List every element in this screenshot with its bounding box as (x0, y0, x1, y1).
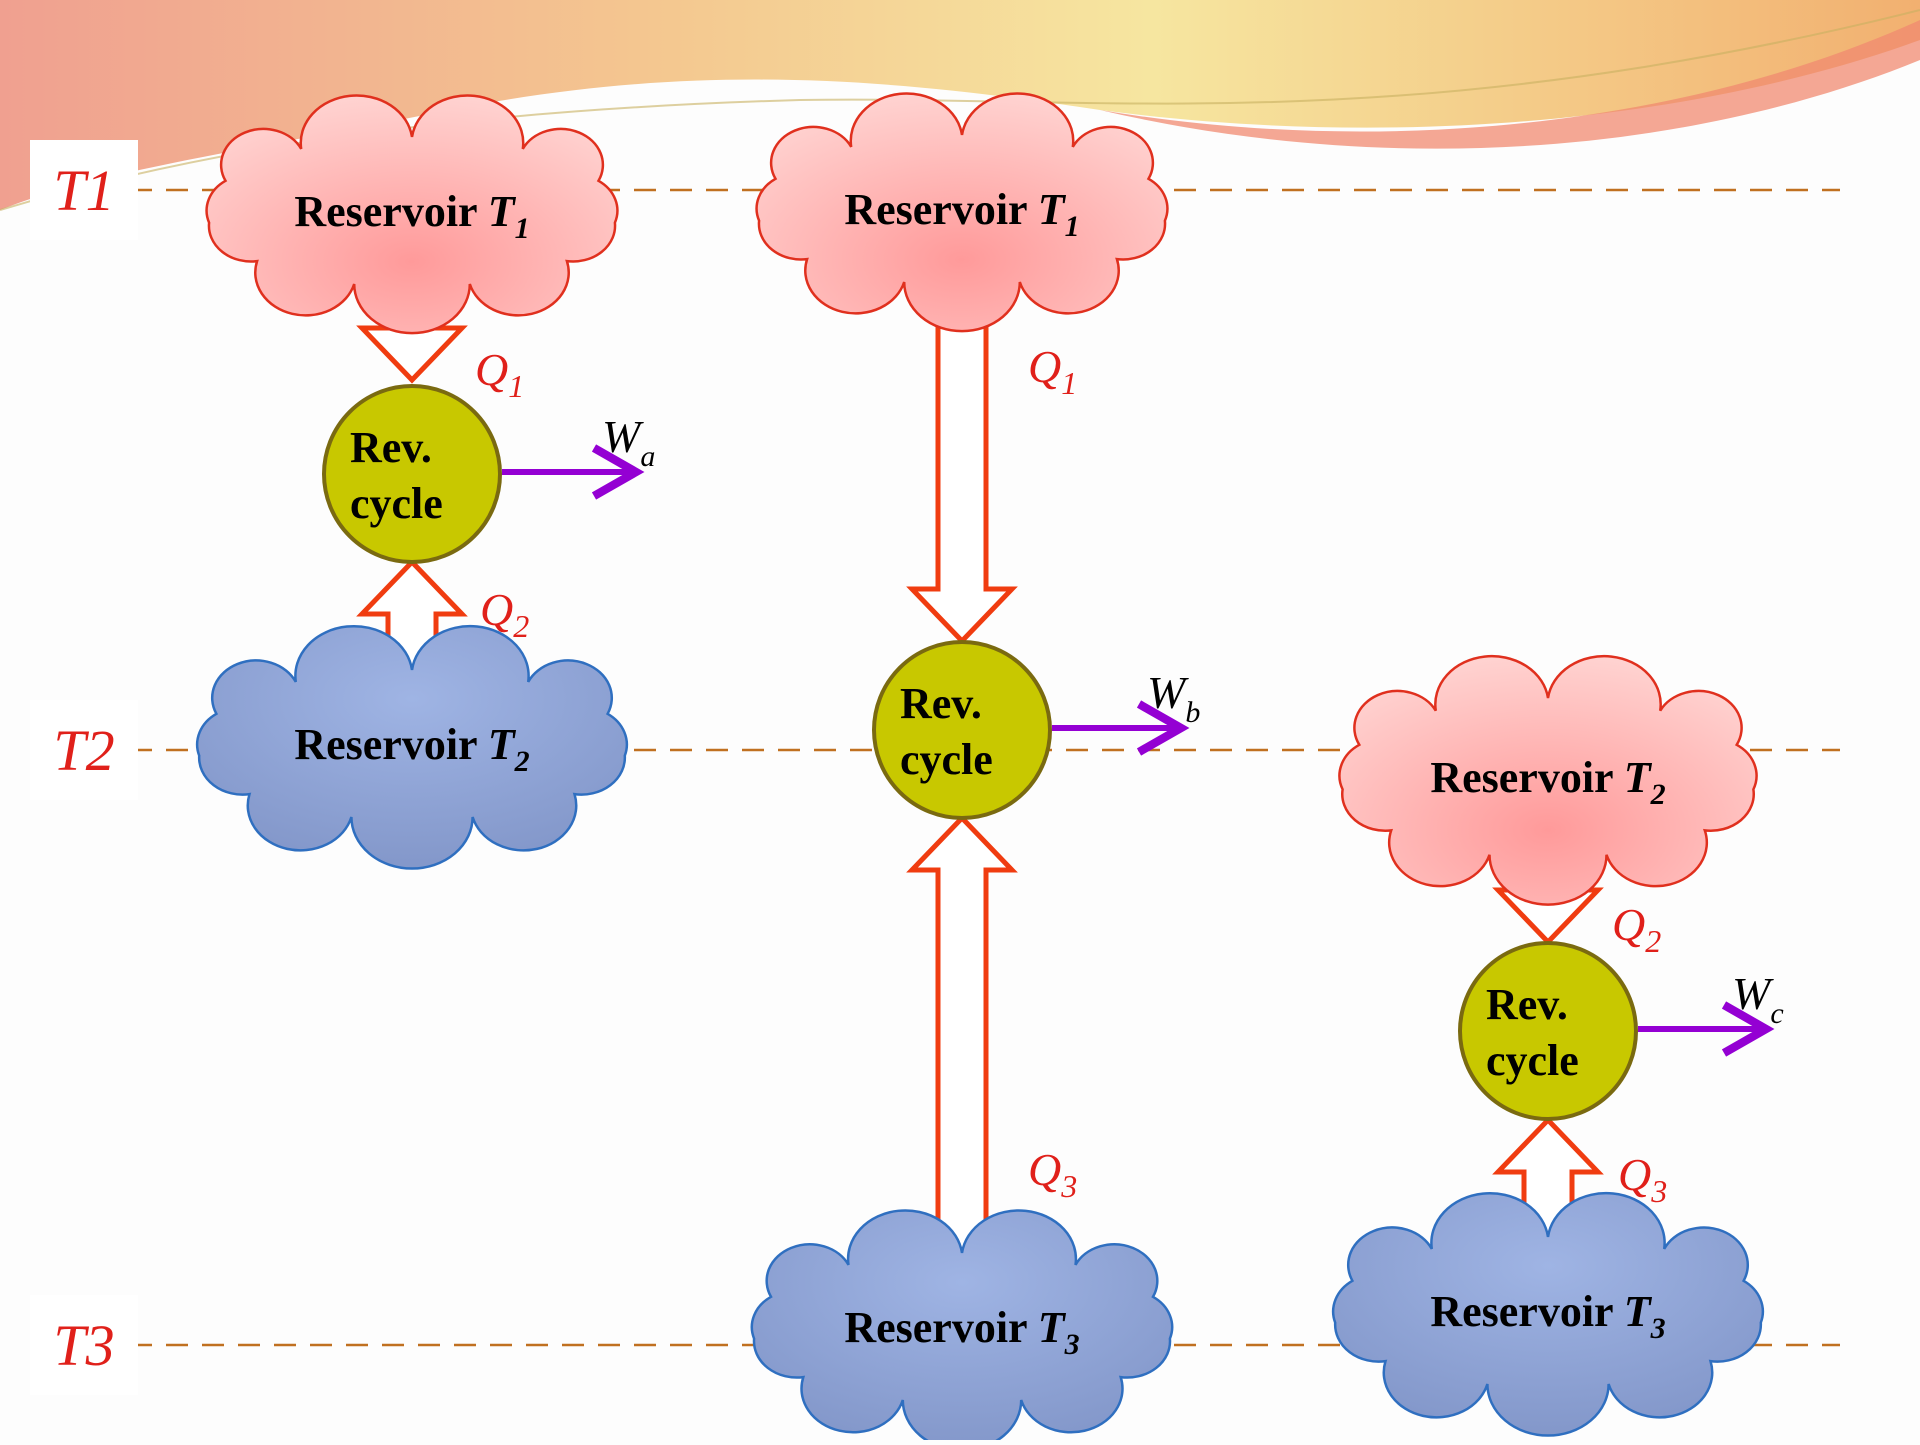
heat-in-label-2: Q1 (1028, 341, 1077, 401)
rev-cycle-1: Rev. cycle (322, 384, 502, 564)
cycle-circle (872, 640, 1052, 820)
level-label-2: T2 (53, 718, 114, 783)
work-subscript: a (640, 440, 655, 473)
cloud-shape (750, 1209, 1174, 1445)
cold-reservoir-2: Reservoir T3 (750, 1209, 1174, 1445)
cloud-shape (195, 624, 629, 870)
level-label-box (30, 1295, 138, 1395)
rev-cycle-3: Rev. cycle (1458, 941, 1638, 1121)
heat-symbol: Q (480, 584, 513, 635)
reservoir-label: Reservoir T1 (844, 185, 1079, 243)
heat-subscript: 2 (1645, 923, 1661, 959)
heat-in-label-3: Q2 (1612, 899, 1661, 959)
cloud-shape (1338, 654, 1758, 906)
reservoir-temp-subscript: 3 (1650, 1312, 1666, 1345)
reservoir-label: Reservoir T2 (1430, 753, 1665, 811)
cycle-label-line2: cycle (900, 735, 993, 784)
rev-cycle-2: Rev. cycle (872, 640, 1052, 820)
reservoir-label: Reservoir T3 (1430, 1287, 1665, 1345)
cycle-circle (322, 384, 502, 564)
reservoir-temp-subscript: 1 (1065, 210, 1080, 243)
work-subscript: b (1185, 696, 1200, 729)
heat-symbol: Q (1612, 899, 1645, 950)
heat-subscript: 3 (1650, 1173, 1667, 1209)
work-symbol: W (1147, 667, 1189, 718)
heat-symbol: Q (1028, 1144, 1061, 1195)
reservoir-word: Reservoir (844, 185, 1037, 234)
reservoir-word: Reservoir (1430, 1287, 1623, 1336)
reservoir-label: Reservoir T2 (294, 720, 529, 778)
reservoir-temp-subscript: 2 (514, 745, 530, 778)
heat-out-label-3: Q3 (1618, 1149, 1667, 1209)
heat-subscript: 3 (1060, 1168, 1077, 1204)
hot-reservoir-1: Reservoir T1 (205, 94, 619, 335)
cloud-shape (755, 92, 1169, 333)
hot-reservoir-3: Reservoir T2 (1338, 654, 1758, 906)
cloud-shape (205, 94, 619, 335)
reservoir-word: Reservoir (294, 187, 487, 236)
reservoir-temp-subscript: 3 (1064, 1328, 1080, 1361)
heat-subscript: 1 (1061, 365, 1077, 401)
work-symbol: W (602, 411, 644, 462)
reservoir-temp-subscript: 2 (1650, 778, 1666, 811)
reservoir-word: Reservoir (1430, 753, 1623, 802)
cycle-label-line2: cycle (1486, 1036, 1579, 1085)
reservoir-temp-symbol: T (1038, 185, 1067, 234)
level-label-box (30, 140, 138, 240)
work-output-3-label: Wc (1732, 968, 1784, 1030)
heat-subscript: 1 (508, 368, 524, 404)
heat-out-label-2: Q3 (1028, 1144, 1077, 1204)
level-label-1: T1 (53, 158, 114, 223)
cycle-label-line1: Rev. (900, 679, 982, 728)
work-output-2-label: Wb (1147, 667, 1200, 729)
heat-in-label-1: Q1 (475, 344, 524, 404)
heat-symbol: Q (1028, 341, 1061, 392)
level-label-3: T3 (53, 1313, 114, 1378)
cycle-label-line1: Rev. (1486, 980, 1568, 1029)
reservoir-temp-symbol: T (1624, 753, 1653, 802)
reservoir-word: Reservoir (844, 1303, 1037, 1352)
reservoir-temp-symbol: T (1624, 1287, 1653, 1336)
reservoir-temp-symbol: T (488, 187, 517, 236)
work-symbol: W (1732, 968, 1774, 1019)
cloud-shape (1331, 1191, 1765, 1437)
heat-out-arrow-2 (906, 814, 1018, 1268)
heat-symbol: Q (475, 344, 508, 395)
work-output-1-label: Wa (602, 411, 655, 473)
heat-out-label-1: Q2 (480, 584, 529, 644)
heat-in-arrow-2 (906, 297, 1018, 645)
cycle-circle (1458, 941, 1638, 1121)
reservoir-label: Reservoir T3 (844, 1303, 1079, 1361)
level-label-box (30, 700, 138, 800)
heat-symbol: Q (1618, 1149, 1651, 1200)
work-subscript: c (1770, 997, 1783, 1030)
cycle-label-line2: cycle (350, 479, 443, 528)
reservoir-temp-symbol: T (1038, 1303, 1067, 1352)
reservoir-temp-symbol: T (488, 720, 517, 769)
reservoir-label: Reservoir T1 (294, 187, 529, 245)
reservoir-word: Reservoir (294, 720, 487, 769)
reservoir-temp-subscript: 1 (515, 212, 530, 245)
cycle-label-line1: Rev. (350, 423, 432, 472)
cold-reservoir-1: Reservoir T2 (195, 624, 629, 870)
hot-reservoir-2: Reservoir T1 (755, 92, 1169, 333)
heat-subscript: 2 (513, 608, 529, 644)
cold-reservoir-3: Reservoir T3 (1331, 1191, 1765, 1437)
